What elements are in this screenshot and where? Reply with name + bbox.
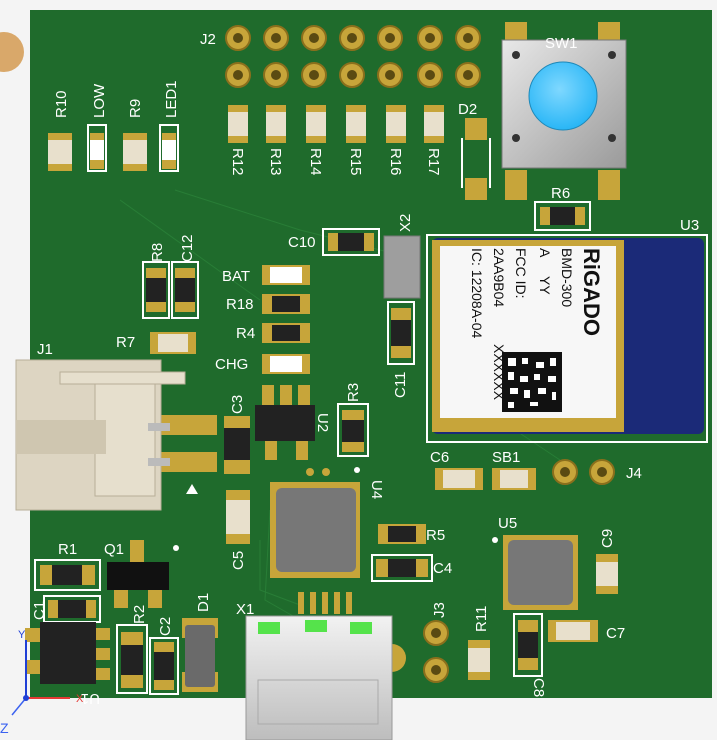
u5-ic [492,535,578,610]
label-led1: LED1 [163,80,180,118]
j1-connector [15,359,217,511]
u3-module: RiGADO BMD-300 A YY FCC ID: 2AA9B04 IC: … [426,234,708,443]
r11-resistor [468,640,490,680]
label-r17: R17 [425,148,442,176]
label-r3: R3 [345,383,362,402]
module-ic: IC: 12208A-04 [469,248,485,338]
module-fcc-id: 2AA9B04 [491,248,507,307]
label-r14: R14 [307,148,324,176]
label-d1: D1 [195,593,212,612]
label-u4: U4 [368,480,385,499]
label-r16: R16 [387,148,404,176]
u4-ic [270,467,360,578]
label-chg: CHG [215,356,248,373]
label-c4: C4 [433,560,452,577]
label-r1: R1 [58,541,77,558]
label-c12: C12 [179,234,196,262]
r2-c2-d1 [116,618,218,695]
j2-header [225,25,481,88]
label-u1: U1 [81,690,100,707]
label-r4: R4 [236,325,255,342]
c3-capacitor [224,416,250,474]
module-rev: A [537,248,553,258]
label-c2: C2 [157,617,174,636]
label-c7: C7 [606,625,625,642]
status-parts [262,265,310,374]
label-r15: R15 [347,148,364,176]
label-j3: J3 [431,602,448,618]
label-j2: J2 [200,31,216,48]
module-brand: RiGADO [579,248,604,336]
label-r5: R5 [426,527,445,544]
label-r6: R6 [551,185,570,202]
label-q1: Q1 [104,541,124,558]
module-date: YY [537,276,553,295]
label-r18: R18 [226,296,254,313]
label-u2: U2 [314,413,331,432]
label-r10: R10 [53,90,70,118]
sw1-button[interactable] [501,22,627,200]
label-c10: C10 [288,234,316,251]
axis-triad: Y X Z [0,629,84,736]
axis-label-x: X [76,693,84,705]
mounting-hole [0,32,24,72]
label-u5: U5 [498,515,517,532]
x1-usb-connector [245,592,406,740]
module-label: RiGADO BMD-300 A YY FCC ID: 2AA9B04 IC: … [469,248,604,401]
label-d2: D2 [458,101,477,118]
module-model: BMD-300 [559,248,575,307]
c5-capacitor [226,490,250,544]
label-bat: BAT [222,268,250,285]
label-c8: C8 [530,678,547,697]
u1-ic [25,622,110,684]
label-r9: R9 [127,99,144,118]
label-sb1: SB1 [492,449,520,466]
label-sw1: SW1 [545,35,578,52]
label-u3: U3 [680,217,699,234]
label-c5: C5 [230,551,247,570]
label-c9: C9 [599,529,616,548]
r5-c4-parts [371,524,433,582]
label-r7: R7 [116,334,135,351]
resistor-row [228,105,444,143]
x2-crystal [383,235,421,299]
silkscreen-labels: J2 SW1 D2 R10 LOW R9 LED1 R12 R13 R14 R1… [31,31,699,707]
button-cap[interactable] [528,61,598,131]
u2-regulator [255,385,315,460]
label-low: LOW [91,83,108,118]
r1-q1-c1 [34,540,179,623]
label-r13: R13 [267,148,284,176]
module-fcc: FCC ID: [513,248,529,299]
label-r12: R12 [229,148,246,176]
label-c3: C3 [229,395,246,414]
label-j1: J1 [37,341,53,358]
label-c6: C6 [430,449,449,466]
c9-capacitor [596,554,618,594]
axis-label-z: Z [0,720,9,736]
label-x2: X2 [397,214,414,232]
j3-header [423,620,449,683]
label-x1: X1 [236,601,254,618]
r6-resistor [534,201,591,231]
top-left-parts [48,124,179,172]
label-r11: R11 [473,606,490,632]
label-r8: R8 [149,243,166,262]
label-r2: R2 [131,605,148,624]
d2-diode [461,118,491,200]
r8-c12-parts [142,261,199,319]
r7-resistor [150,332,196,354]
c7-capacitor [548,620,598,642]
c11-capacitor [387,301,415,365]
label-c1: C1 [31,601,48,620]
c6-sb1-j4 [435,459,615,490]
label-j4: J4 [626,465,642,482]
datamatrix-code [502,352,562,412]
c10-capacitor [322,228,380,256]
r3-resistor [337,403,369,457]
axis-label-y: Y [18,629,26,641]
c8-capacitor [513,613,543,677]
label-c11: C11 [392,372,409,398]
